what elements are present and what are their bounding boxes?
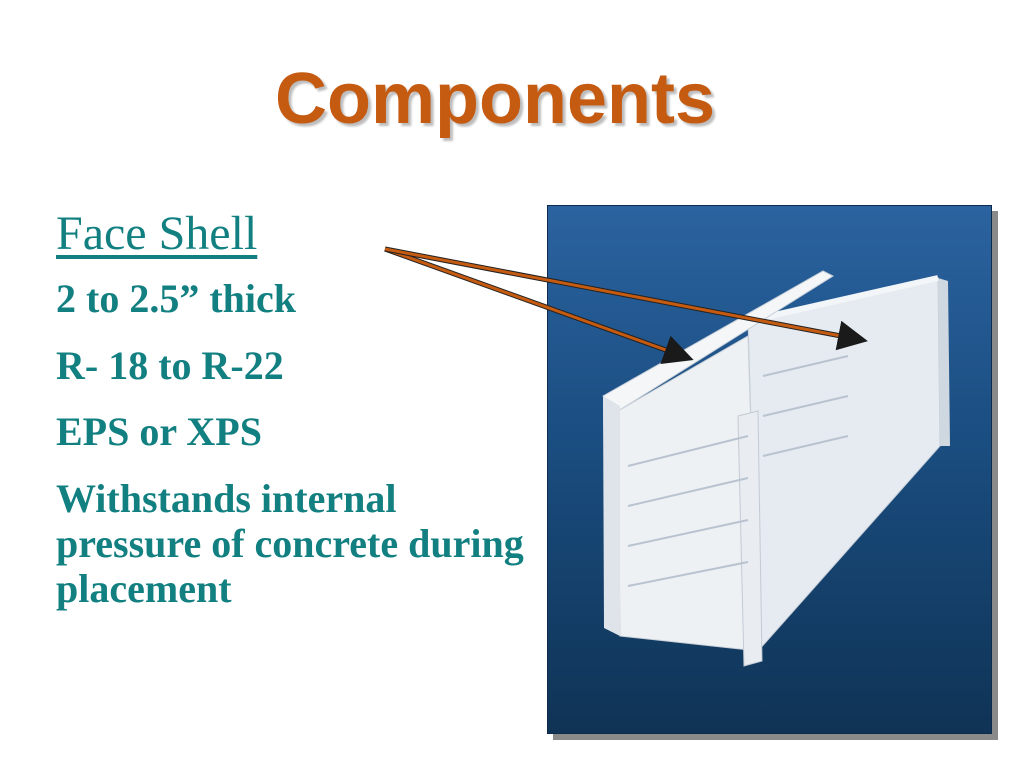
bullet-pressure: Withstands internal pressure of concrete… (56, 476, 524, 611)
bullet-r-value: R- 18 to R-22 (56, 342, 284, 388)
icf-block-illustration (602, 270, 950, 667)
content-block: Face Shell 2 to 2.5” thick R- 18 to R-22… (56, 207, 536, 634)
icf-block-photo (547, 205, 992, 734)
section-heading: Face Shell (56, 207, 258, 260)
bullet-thickness: 2 to 2.5” thick (56, 275, 296, 321)
slide-title: Components (275, 59, 715, 139)
bullet-material: EPS or XPS (56, 409, 262, 455)
